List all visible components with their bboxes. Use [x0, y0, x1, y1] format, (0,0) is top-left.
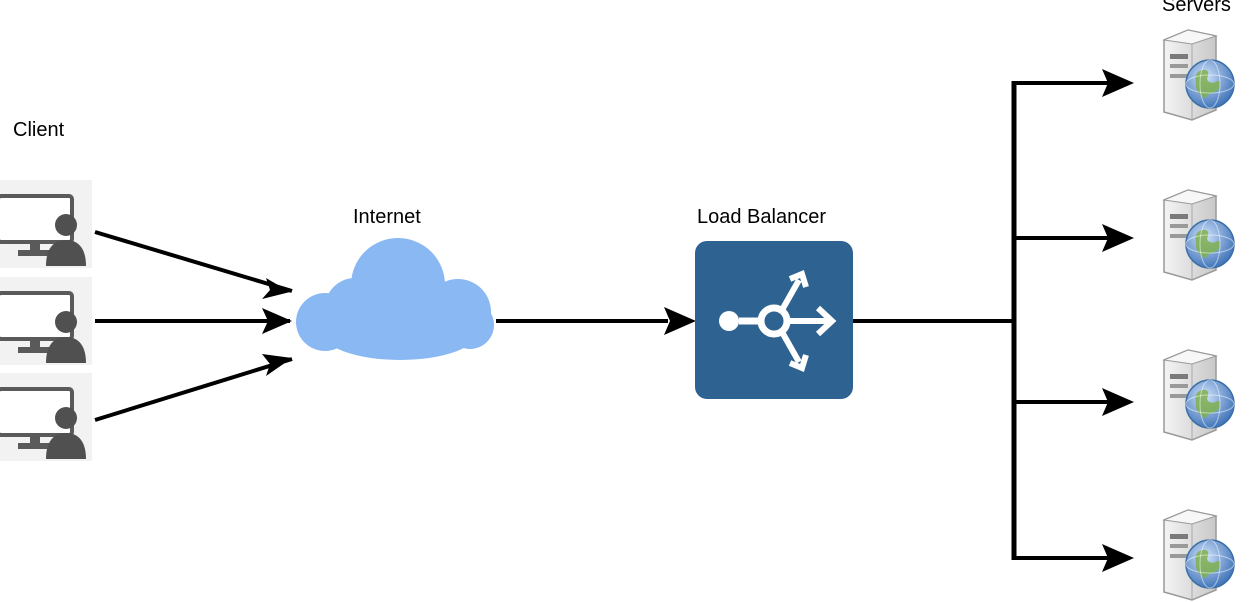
- cloud-icon: [296, 238, 494, 360]
- client-1-arrow: [94, 230, 293, 293]
- client-to-internet-connectors: [94, 230, 293, 422]
- balancer-to-servers-connectors: [853, 69, 1134, 572]
- web-server-3-icon: [1163, 349, 1235, 441]
- internet-label: Internet: [353, 206, 421, 228]
- servers-label: Servers: [1162, 0, 1231, 16]
- load-balancer-label: Load Balancer: [697, 206, 826, 228]
- client-label: Client: [13, 119, 65, 141]
- load-balancer-icon: [695, 241, 853, 399]
- internet-to-balancer-arrowhead: [664, 307, 696, 335]
- web-server-4-icon: [1163, 509, 1235, 601]
- web-server-1-icon: [1163, 29, 1235, 121]
- client-1-arrowhead: [262, 278, 290, 299]
- client-computer-1-icon: [0, 178, 94, 270]
- web-server-2-icon: [1163, 189, 1235, 281]
- client-computer-2-icon: [0, 275, 94, 367]
- client-computer-3-icon: [0, 371, 94, 463]
- client-3-arrow: [94, 357, 293, 422]
- client-3-arrowhead: [262, 354, 292, 376]
- client-2-arrowhead: [262, 308, 292, 334]
